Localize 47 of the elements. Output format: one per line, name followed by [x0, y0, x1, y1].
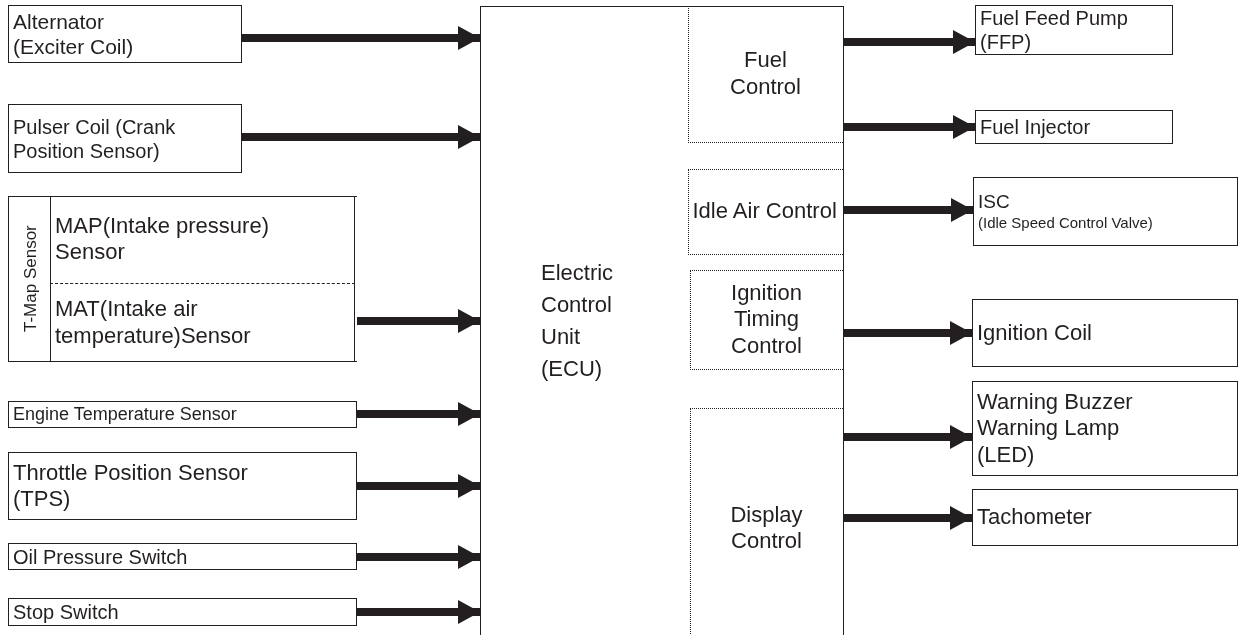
component-box	[8, 452, 357, 520]
component-box	[8, 401, 357, 428]
function-block	[689, 269, 843, 370]
node-text: MAP(Intake pressure) Sensor	[55, 212, 270, 266]
component-box	[975, 5, 1173, 55]
node-text: ISC	[978, 191, 1010, 214]
node-text: Display Control	[729, 501, 804, 555]
ecu-box	[480, 6, 844, 635]
node-text: Stop Switch	[13, 600, 119, 624]
component-box	[975, 110, 1173, 144]
arrow	[843, 115, 975, 139]
node-text: Throttle Position Sensor (TPS)	[13, 459, 249, 513]
component-box	[972, 299, 1238, 367]
component-box	[973, 177, 1238, 246]
node-text: Engine Temperature Sensor	[13, 403, 237, 426]
ecu-label: Electric Control Unit (ECU)	[541, 259, 615, 383]
arrow	[843, 425, 972, 449]
node-text: Fuel Injector	[980, 115, 1091, 139]
node-text: Oil Pressure Switch	[13, 544, 188, 569]
component-box	[8, 598, 357, 626]
node-text: Tachometer	[977, 504, 1092, 531]
node-text: Idle Air Control	[692, 198, 837, 225]
arrow	[843, 321, 972, 345]
node-text: Ignition Timing Control	[730, 279, 803, 360]
component-box	[972, 381, 1238, 476]
arrow	[843, 198, 973, 222]
node-text: Alternator (Exciter Coil)	[13, 8, 135, 60]
function-block	[687, 168, 843, 255]
node-text: Fuel Feed Pump (FFP)	[980, 6, 1129, 54]
vertical-label: T-Map Sensor	[20, 224, 41, 335]
arrow	[843, 30, 975, 54]
component-box	[972, 489, 1238, 546]
function-block	[689, 407, 843, 635]
sensor-section	[50, 195, 355, 284]
component-box	[8, 5, 242, 63]
node-text: Ignition Coil	[977, 319, 1092, 347]
node-text: Warning Buzzer Warning Lamp (LED)	[977, 388, 1134, 469]
node-text: MAT(Intake air temperature)Sensor	[55, 296, 252, 349]
component-box	[8, 543, 357, 570]
node-text: Fuel Control	[729, 47, 802, 100]
function-block	[687, 5, 843, 143]
sensor-section	[50, 283, 355, 362]
arrow	[843, 506, 972, 530]
sensor-group-box	[8, 196, 357, 362]
node-text: Pulser Coil (Crank Position Sensor)	[13, 114, 177, 163]
component-box	[8, 104, 242, 173]
node-subtext: (Idle Speed Control Valve)	[978, 213, 1153, 232]
